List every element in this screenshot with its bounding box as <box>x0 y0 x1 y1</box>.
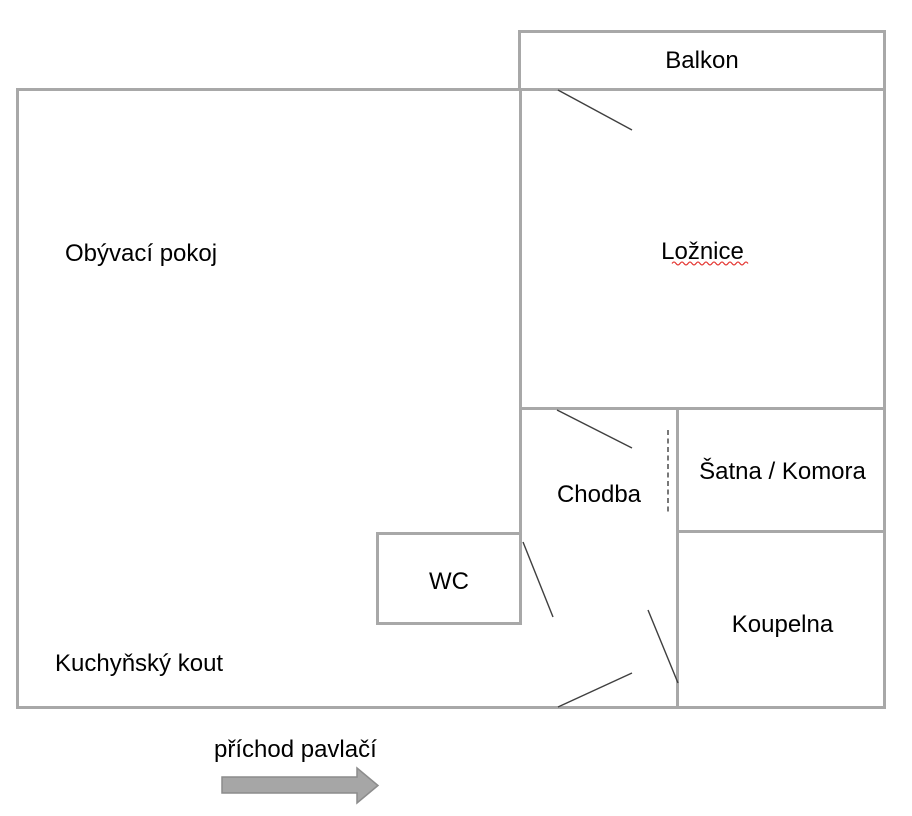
wall-koupelna-top <box>676 530 886 533</box>
wall-loznice-bottom <box>519 407 886 410</box>
right-arrow-icon <box>221 766 380 805</box>
room-obyvaci-pokoj-label: Obývací pokoj <box>65 240 218 267</box>
entrance-caption: příchod pavlačí <box>214 736 377 763</box>
room-wc-label: WC <box>429 568 469 595</box>
wall-chodba-right <box>676 407 679 709</box>
room-koupelna-label: Koupelna <box>731 611 834 638</box>
wall-loznice-left <box>519 88 522 625</box>
room-chodba-label: Chodba <box>556 481 642 508</box>
room-kuchynsky-kout-label: Kuchyňský kout <box>55 650 224 677</box>
room-satna-komora-label: Šatna / Komora <box>699 458 866 485</box>
room-balkon-label: Balkon <box>665 47 739 74</box>
apartment-outline <box>16 88 886 709</box>
entrance-arrow-group <box>221 766 380 805</box>
room-loznice-label: Ložnice <box>661 238 744 265</box>
